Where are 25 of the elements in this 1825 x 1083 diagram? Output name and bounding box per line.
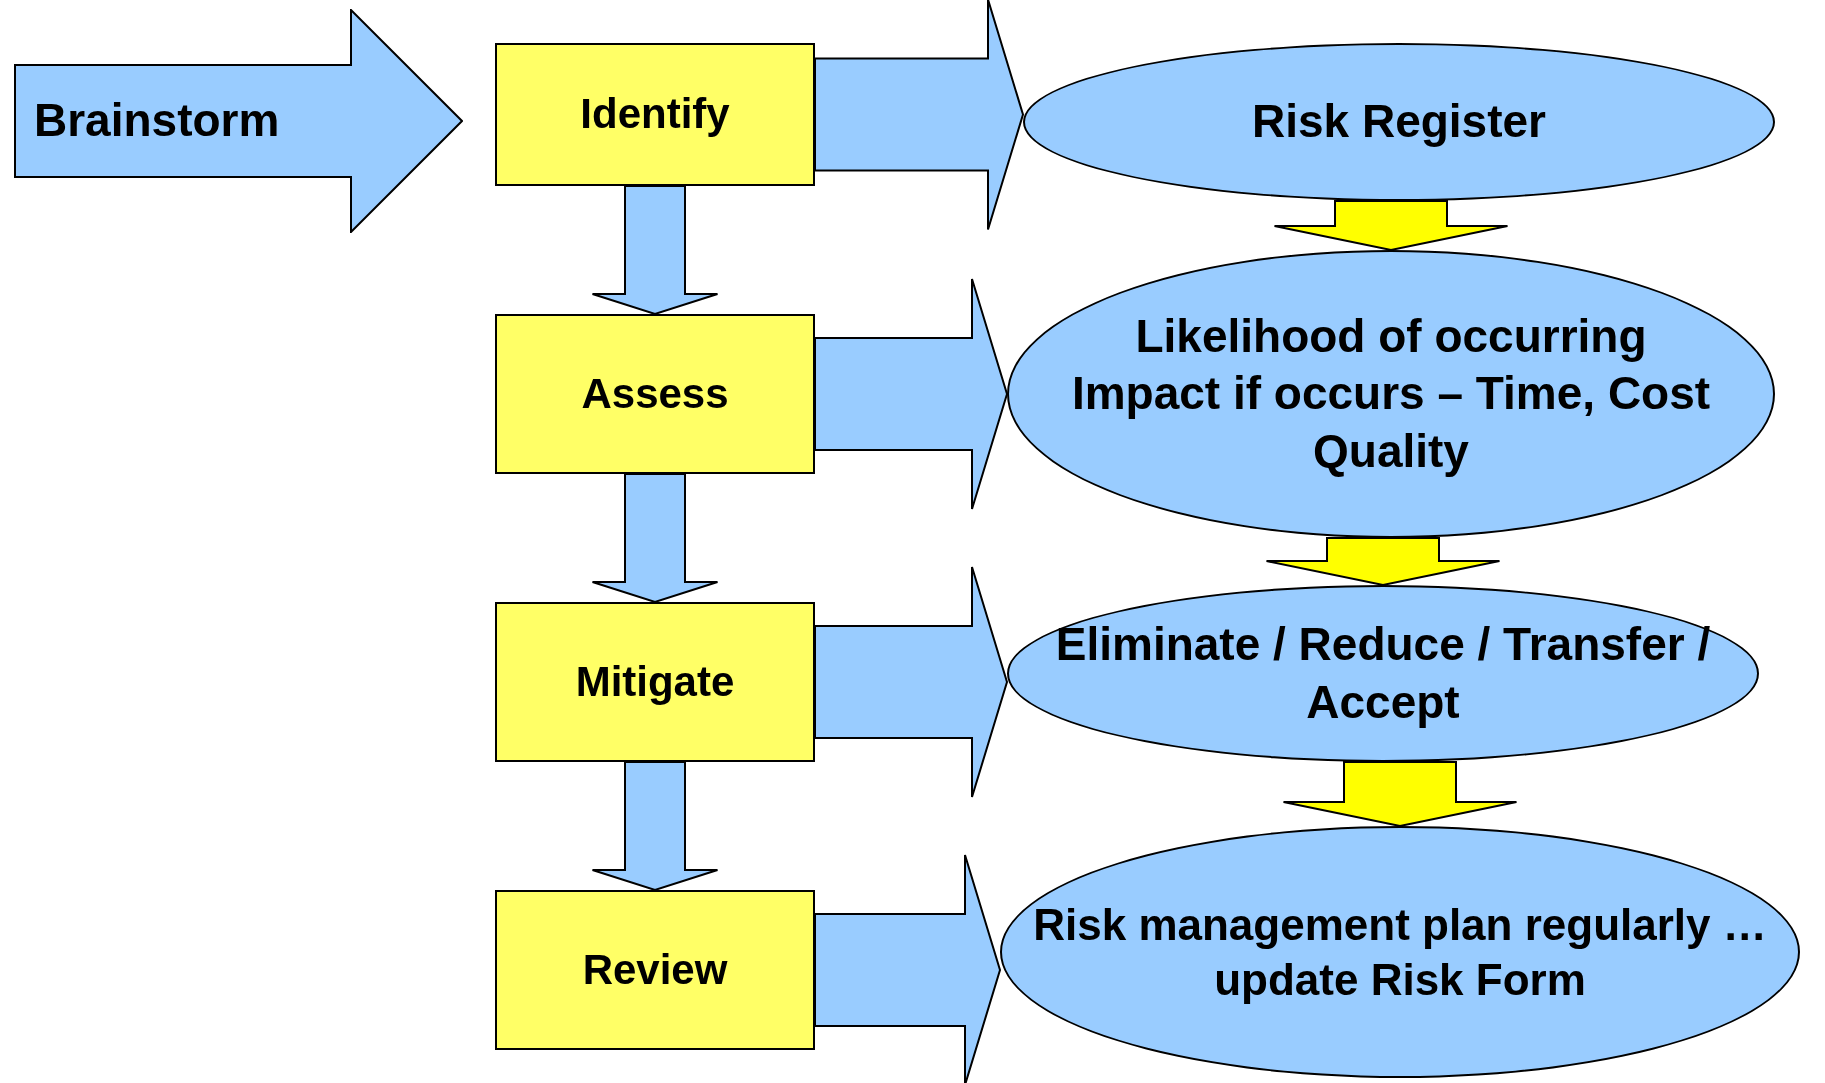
block-arrow — [591, 185, 719, 316]
node-label: Mitigate — [575, 656, 735, 707]
node-label: Quality — [1313, 423, 1469, 479]
process-box — [495, 43, 815, 186]
block-arrow — [814, 278, 1009, 510]
block-arrow — [1265, 537, 1501, 587]
process-box — [495, 890, 815, 1050]
block-arrow — [591, 761, 719, 892]
block-arrow — [814, 0, 1025, 231]
block-arrow — [591, 473, 719, 604]
node-label: Eliminate / Reduce / Transfer / Accept — [1054, 617, 1712, 730]
node-label: Impact if occurs – Time, Cost — [1071, 366, 1711, 422]
block-arrow — [814, 854, 1002, 1083]
node-label: Assess — [581, 368, 729, 419]
node-label: Review — [582, 944, 728, 995]
block-arrow — [814, 566, 1009, 798]
process-box — [495, 314, 815, 474]
node-label: Risk Register — [1252, 94, 1546, 150]
block-arrow — [1282, 761, 1518, 828]
block-arrow — [1273, 200, 1509, 252]
node-label: Risk management plan regularly …update Risk Form — [1032, 899, 1768, 1006]
process-box — [495, 602, 815, 762]
node-label: Identify — [580, 89, 730, 140]
node-label: Likelihood of occurring — [1135, 308, 1647, 364]
node-label: Brainstorm — [34, 93, 280, 149]
